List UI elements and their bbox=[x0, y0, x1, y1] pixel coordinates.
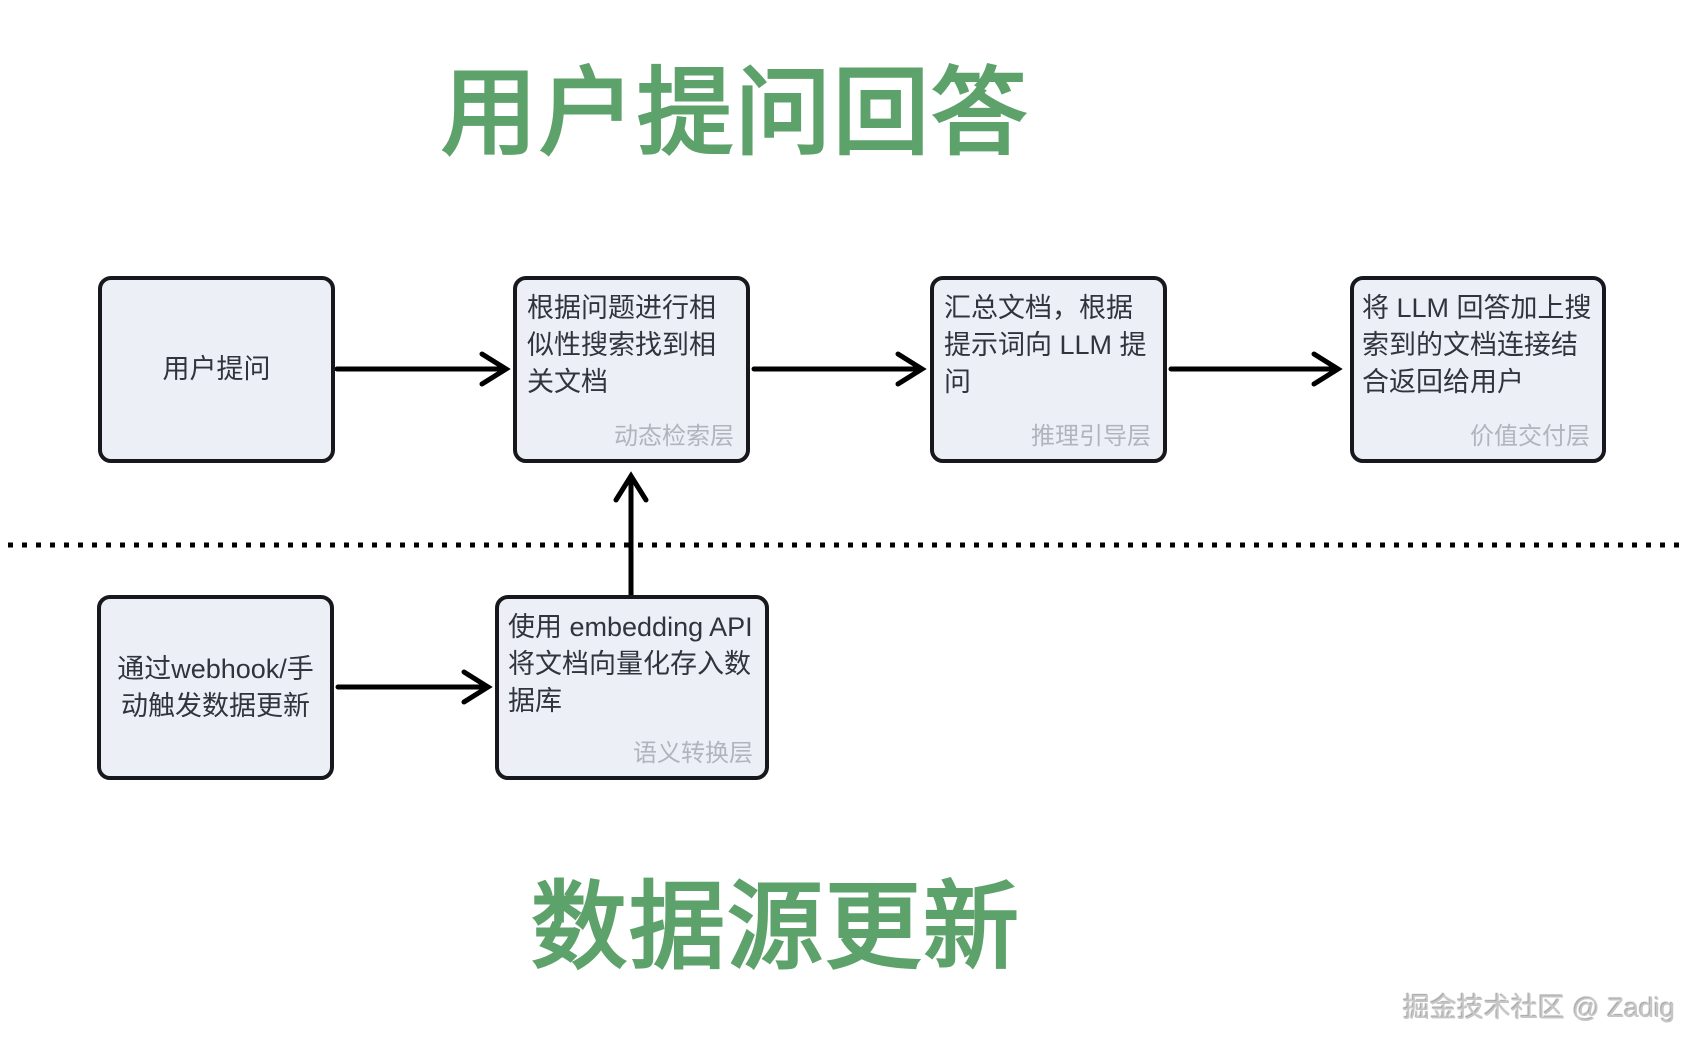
section-title-bottom: 数据源更新 bbox=[531, 874, 1021, 981]
layer-label-dynamic-retrieval: 动态检索层 bbox=[614, 423, 734, 450]
arrow-search-to-llm-icon bbox=[751, 351, 927, 387]
node-embedding-vectorize: 使用 embedding API 将文档向量化存入数据库 语义转换层 bbox=[495, 595, 769, 780]
node-text: 使用 embedding API 将文档向量化存入数据库 bbox=[508, 612, 753, 716]
section-title-top: 用户提问回答 bbox=[441, 60, 1029, 167]
node-similarity-search: 根据问题进行相似性搜索找到相关文档 动态检索层 bbox=[513, 276, 750, 463]
layer-label-value-delivery: 价值交付层 bbox=[1470, 423, 1590, 450]
arrow-embedding-to-search-icon bbox=[613, 471, 649, 598]
node-user-question: 用户提问 bbox=[98, 276, 335, 463]
node-text: 汇总文档，根据提示词向 LLM 提问 bbox=[944, 293, 1147, 397]
node-text: 用户提问 bbox=[162, 354, 271, 384]
arrow-webhook-to-embedding-icon bbox=[335, 669, 493, 705]
arrow-user-to-search-icon bbox=[334, 351, 511, 387]
node-text: 根据问题进行相似性搜索找到相关文档 bbox=[527, 293, 716, 397]
node-text: 通过webhook/手动触发数据更新 bbox=[117, 653, 314, 721]
arrow-llm-to-answer-icon bbox=[1168, 351, 1343, 387]
layer-label-reasoning-guide: 推理引导层 bbox=[1031, 423, 1151, 450]
node-text: 将 LLM 回答加上搜索到的文档连接结合返回给用户 bbox=[1362, 293, 1592, 397]
node-webhook-trigger: 通过webhook/手动触发数据更新 bbox=[97, 595, 334, 780]
watermark-text: 掘金技术社区 @ Zadig bbox=[1403, 993, 1675, 1023]
layer-label-semantic-conversion: 语义转换层 bbox=[633, 740, 753, 767]
node-llm-prompt: 汇总文档，根据提示词向 LLM 提问 推理引导层 bbox=[930, 276, 1167, 463]
node-value-delivery: 将 LLM 回答加上搜索到的文档连接结合返回给用户 价值交付层 bbox=[1350, 276, 1606, 463]
